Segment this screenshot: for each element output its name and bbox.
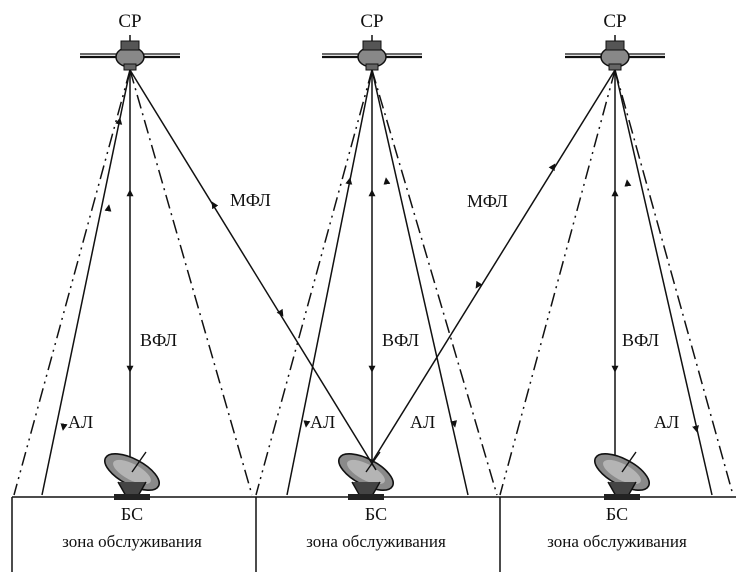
- downlink-label: АЛ: [410, 412, 435, 432]
- cell-2: СР ВФЛ АЛ АЛ БС зона обслуживания: [255, 11, 498, 551]
- downlink-line: [614, 69, 713, 496]
- coverage-edge-left: [499, 69, 616, 496]
- coverage-edge-right: [614, 69, 734, 496]
- intersat-label: МФЛ: [230, 190, 271, 210]
- satellite-label: СР: [603, 11, 626, 32]
- dish-antenna-icon: [98, 445, 166, 501]
- base-station-label: БС: [121, 504, 143, 524]
- downlink-line: [41, 69, 131, 496]
- satellite-label: СР: [118, 11, 141, 32]
- downlink-arrow-down: [450, 420, 458, 428]
- intersat-links: МФЛ МФЛ: [129, 69, 616, 471]
- base-station-label: БС: [606, 504, 628, 524]
- feeder-label: ВФЛ: [140, 330, 177, 350]
- satellite-icon: [563, 33, 667, 72]
- downlink-arrow-up: [104, 204, 112, 212]
- cell-3: СР ВФЛ АЛ БС зона обслуживания: [499, 11, 734, 551]
- downlink-label: АЛ: [654, 412, 679, 432]
- intersat-arrow: [548, 163, 556, 172]
- intersat-link-left: [129, 69, 377, 471]
- feeder-label: ВФЛ: [622, 330, 659, 350]
- zone-label: зона обслуживания: [306, 532, 446, 551]
- cell-1: СР ВФЛ АЛ БС зона обслуживания: [13, 11, 253, 551]
- zone-label: зона обслуживания: [62, 532, 202, 551]
- feeder-label: ВФЛ: [382, 330, 419, 350]
- coverage-edge-left: [255, 69, 373, 496]
- downlink-label: АЛ: [68, 412, 93, 432]
- coverage-edge-left: [13, 69, 131, 496]
- downlink-label: АЛ: [310, 412, 335, 432]
- satellite-label: СР: [360, 11, 383, 32]
- intersat-arrow: [475, 280, 483, 289]
- coverage-edge-right: [371, 69, 498, 496]
- downlink-arrow-up: [624, 179, 632, 187]
- zone-label: зона обслуживания: [547, 532, 687, 551]
- satellite-icon: [78, 33, 182, 72]
- downlink-arrow-down: [60, 423, 68, 431]
- downlink-arrow-up: [383, 177, 391, 185]
- base-station-label: БС: [365, 504, 387, 524]
- cell-1-arrows: [60, 204, 112, 431]
- intersat-link-right: [371, 69, 616, 463]
- coverage-edge-right: [129, 69, 253, 496]
- satellite-icon: [320, 33, 424, 72]
- intersat-label: МФЛ: [467, 191, 508, 211]
- intersat-arrow: [276, 308, 284, 317]
- downlink-line: [286, 69, 373, 496]
- dish-antenna-icon: [588, 445, 656, 501]
